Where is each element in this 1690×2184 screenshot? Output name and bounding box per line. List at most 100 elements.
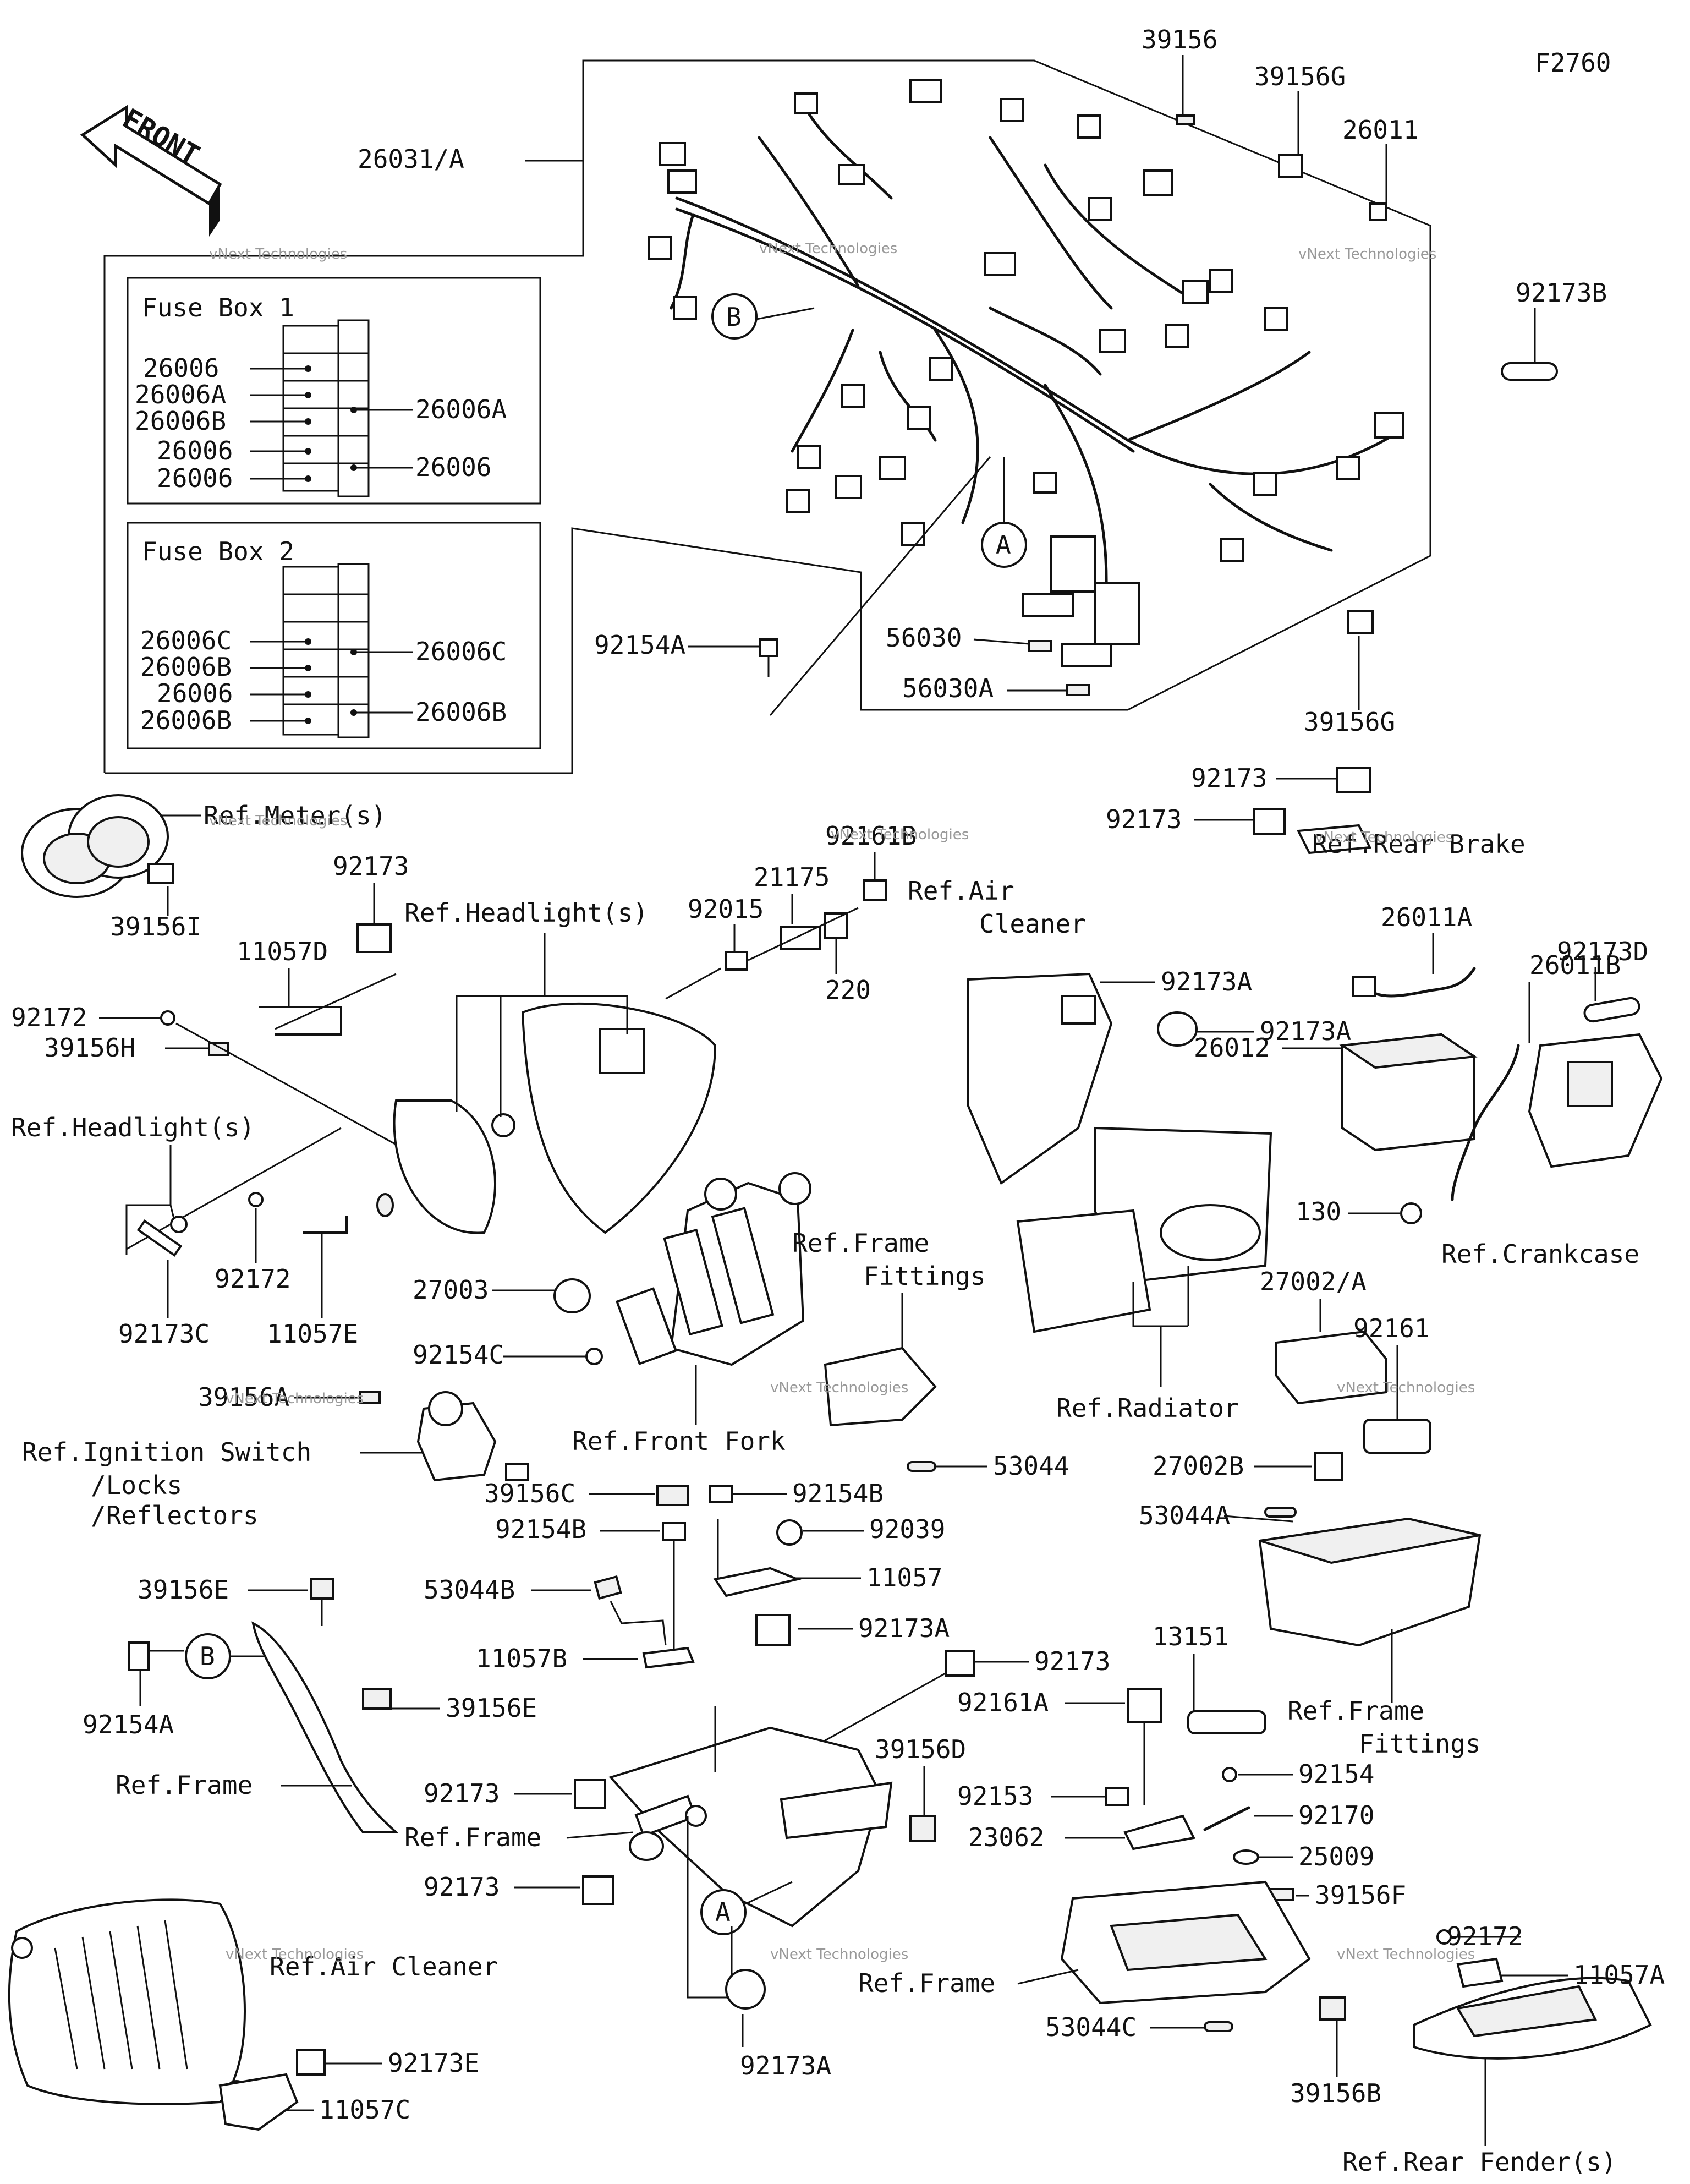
fuse-box-2: Fuse Box 2 26006C 26006B 26006 26006B 26… [127, 522, 541, 749]
label-11057d: 11057D [237, 937, 328, 966]
fuse2-left-1: 26006B [140, 652, 232, 682]
svg-text:vNext Technologies: vNext Technologies [209, 246, 347, 262]
part-92173-rb2 [1253, 808, 1286, 835]
part-92161 [1363, 1419, 1431, 1454]
label-92173e: 92173E [388, 2048, 479, 2078]
label-39156e-2: 39156E [446, 1693, 537, 1723]
part-92154b-2 [662, 1522, 686, 1541]
fuse2-right-0: 26006C [415, 637, 507, 666]
diagram-code: F2760 [1535, 48, 1611, 78]
label-92173-rb2: 92173 [1106, 804, 1182, 834]
label-ref-frame-3: Ref.Frame [858, 1968, 995, 1998]
label-39156g-bot: 39156G [1304, 707, 1395, 737]
air-cleaner-assembly [8, 1898, 248, 2105]
label-11057c: 11057C [319, 2095, 410, 2125]
part-92153 [1105, 1787, 1129, 1806]
fuse2-right-1: 26006B [415, 697, 507, 727]
label-39156f: 39156F [1315, 1880, 1406, 1910]
label-23062: 23062 [968, 1822, 1044, 1852]
fuse2-left-3: 26006B [140, 705, 232, 735]
label-ref-ignition-1: Ref.Ignition Switch [22, 1437, 311, 1467]
label-92173a-1: 92173A [1161, 967, 1252, 997]
part-11057b [642, 1646, 695, 1669]
svg-text:vNext Technologies: vNext Technologies [226, 1391, 364, 1407]
label-11057: 11057 [866, 1563, 942, 1592]
label-92154a-mid: 92154A [594, 630, 685, 660]
fuse1-right-1: 26006 [415, 452, 491, 482]
main-frame [608, 1726, 893, 1928]
part-11057c [218, 2073, 299, 2131]
label-ref-air-cleaner-2: Cleaner [979, 909, 1086, 939]
ignition-switch [416, 1391, 529, 1482]
part-92039 [776, 1519, 803, 1546]
label-92173-c1: 92173 [1034, 1646, 1110, 1676]
label-11057e: 11057E [267, 1319, 358, 1349]
harness-frame [103, 59, 1431, 774]
label-ref-front-fork: Ref.Front Fork [572, 1426, 786, 1456]
callout-a-bottom-label: A [715, 1897, 731, 1927]
part-92154a-left [128, 1641, 150, 1671]
part-92154 [1222, 1767, 1237, 1782]
svg-text:vNext Technologies: vNext Technologies [770, 1946, 908, 1963]
part-92173a-3 [755, 1614, 791, 1646]
part-39156c [656, 1485, 689, 1506]
label-ref-frame-1: Ref.Frame [116, 1770, 253, 1800]
label-21175: 21175 [754, 862, 830, 892]
label-26011b: 26011B [1529, 950, 1621, 980]
part-92173e [296, 2049, 326, 2076]
label-ref-headlight-top: Ref.Headlight(s) [404, 898, 648, 928]
part-92173a-2 [1157, 1011, 1198, 1047]
callout-b-bottom-label: B [200, 1641, 215, 1671]
label-92172-mid: 92172 [215, 1264, 290, 1294]
part-39156e-1 [310, 1578, 334, 1600]
label-25009: 25009 [1298, 1842, 1374, 1871]
label-92015: 92015 [688, 894, 764, 924]
label-13151: 13151 [1153, 1622, 1228, 1651]
label-ref-meter: Ref.Meter(s) [204, 801, 386, 830]
frame-fittings-bracket [824, 1346, 937, 1427]
fuse-box-2-title: Fuse Box 2 [142, 537, 294, 566]
part-11057e [303, 1216, 348, 1234]
watermark-layer: vNext Technologies vNext Technologies vN… [209, 240, 1475, 1963]
rear-frame-section [1060, 1880, 1311, 2005]
label-39156d: 39156D [875, 1734, 966, 1764]
part-53044b [594, 1575, 622, 1600]
label-130: 130 [1296, 1197, 1341, 1227]
part-39156b [1319, 1996, 1346, 2021]
part-53044c [1204, 2021, 1233, 2032]
fuse2-left-0: 26006C [140, 626, 232, 655]
label-92173a-2: 92173A [1260, 1016, 1351, 1046]
label-220: 220 [825, 975, 871, 1005]
part-21175 [780, 926, 821, 950]
rear-brake-bracket [1296, 824, 1372, 855]
part-53044 [907, 1461, 936, 1472]
fuse-box-1: Fuse Box 1 26006 26006A 26006B 26006 260… [127, 277, 541, 505]
part-92173a-4 [725, 1969, 766, 2010]
label-39156b: 39156B [1290, 2078, 1381, 2108]
svg-text:vNext Technologies: vNext Technologies [1315, 829, 1453, 846]
label-ref-air-cleaner-1: Ref.Air [908, 876, 1014, 906]
label-92172-top: 92172 [11, 1003, 87, 1032]
label-ref-rear-brake: Ref.Rear Brake [1312, 829, 1526, 859]
label-39156a: 39156A [198, 1382, 289, 1412]
label-ref-frame-fittings-3: Ref.Frame [1287, 1696, 1424, 1726]
headlight-assembly [376, 1002, 717, 1234]
fuse1-left-1: 26006A [135, 380, 226, 409]
label-92170: 92170 [1298, 1800, 1374, 1830]
label-11057b: 11057B [476, 1644, 567, 1673]
label-ref-frame-fittings-4: Fittings [1359, 1729, 1481, 1759]
battery-case [1258, 1517, 1482, 1647]
svg-text:vNext Technologies: vNext Technologies [770, 1380, 908, 1396]
part-27003 [553, 1278, 591, 1313]
label-92161b: 92161B [825, 821, 917, 851]
label-92173b: 92173B [1516, 278, 1607, 308]
label-39156e-1: 39156E [138, 1575, 229, 1605]
label-27002b: 27002B [1153, 1451, 1244, 1481]
part-92173-c1 [945, 1650, 975, 1677]
label-26011a: 26011A [1381, 902, 1472, 932]
part-130 [1400, 1202, 1422, 1224]
part-220 [824, 912, 848, 939]
label-92154b-1: 92154B [792, 1479, 884, 1508]
label-ref-frame-fittings-2: Fittings [864, 1261, 986, 1291]
